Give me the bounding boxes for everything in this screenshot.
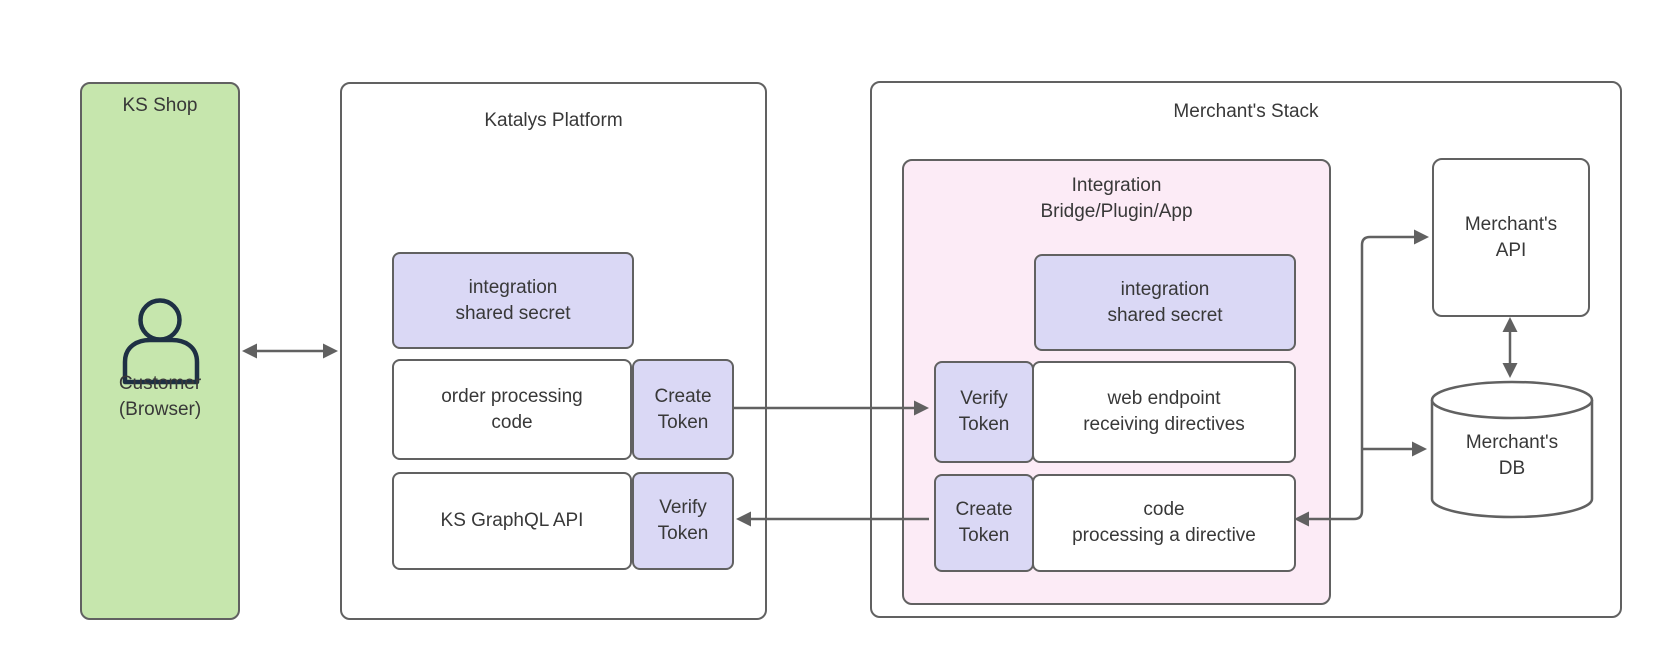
customer-label-line2: (Browser)	[118, 399, 202, 420]
katalys-platform-title: Katalys Platform	[484, 110, 623, 131]
katalys-shared-secret-box: integration shared secret	[392, 252, 634, 349]
ks-graphql-api-box: KS GraphQL API	[392, 472, 632, 570]
katalys-create-token-line1: Create	[654, 385, 712, 407]
integration-bridge-title-line2: Bridge/Plugin/App	[1040, 201, 1193, 222]
merchant-api-line2: API	[1495, 239, 1527, 261]
merchant-create-token-line2: Token	[958, 525, 1010, 546]
merchant-db-line1: Merchant's	[1465, 432, 1559, 453]
merchant-secret-line1: integration	[1120, 278, 1210, 300]
merchant-stack-title: Merchant's Stack	[1173, 101, 1319, 122]
arrow-customer-katalys	[242, 343, 338, 359]
merchant-verify-token-line2: Token	[958, 414, 1010, 435]
katalys-platform-container: Katalys Platform integration shared secr…	[340, 82, 767, 620]
code-processing-directive-box: code processing a directive	[1032, 474, 1296, 572]
merchant-api-line1: Merchant's	[1464, 213, 1558, 235]
katalys-verify-token-line2: Token	[657, 523, 709, 544]
merchant-verify-token-line1: Verify	[960, 388, 1008, 409]
integration-bridge-title-line1: Integration	[1071, 175, 1162, 196]
merchant-api-box: Merchant's API	[1432, 158, 1590, 317]
merchant-db-line2: DB	[1498, 458, 1526, 479]
katalys-create-token-line2: Token	[657, 411, 709, 433]
katalys-verify-token-line1: Verify	[659, 497, 707, 518]
order-processing-line2: code	[491, 411, 533, 433]
ks-graphql-api-label: KS GraphQL API	[440, 510, 584, 531]
katalys-verify-token-box: Verify Token	[632, 472, 734, 570]
merchant-create-token-box: Create Token	[934, 474, 1034, 572]
customer-label-line1: Customer	[118, 373, 202, 394]
katalys-create-token-box: Create Token	[632, 359, 734, 460]
order-processing-code-box: order processing code	[392, 359, 632, 460]
ks-shop-container: KS Shop Customer (Browser)	[80, 82, 240, 620]
web-endpoint-line2: receiving directives	[1083, 414, 1245, 435]
merchant-db-cylinder: Merchant's DB	[1430, 380, 1594, 520]
order-processing-line1: order processing	[441, 385, 583, 407]
katalys-secret-line1: integration	[468, 276, 558, 298]
web-endpoint-line1: web endpoint	[1107, 388, 1221, 409]
merchant-stack-container: Merchant's Stack Integration Bridge/Plug…	[870, 81, 1622, 618]
customer-person-icon	[122, 298, 200, 385]
katalys-secret-line2: shared secret	[455, 302, 571, 324]
web-endpoint-box: web endpoint receiving directives	[1032, 361, 1296, 463]
merchant-create-token-line1: Create	[955, 499, 1013, 520]
integration-bridge-container: Integration Bridge/Plugin/App integratio…	[902, 159, 1331, 605]
code-processing-line2: processing a directive	[1072, 525, 1256, 546]
merchant-verify-token-box: Verify Token	[934, 361, 1034, 463]
database-cylinder-icon	[1430, 380, 1594, 519]
ks-shop-title: KS Shop	[122, 95, 198, 116]
merchant-secret-line2: shared secret	[1107, 304, 1223, 326]
merchant-shared-secret-box: integration shared secret	[1034, 254, 1296, 351]
code-processing-line1: code	[1143, 499, 1185, 520]
